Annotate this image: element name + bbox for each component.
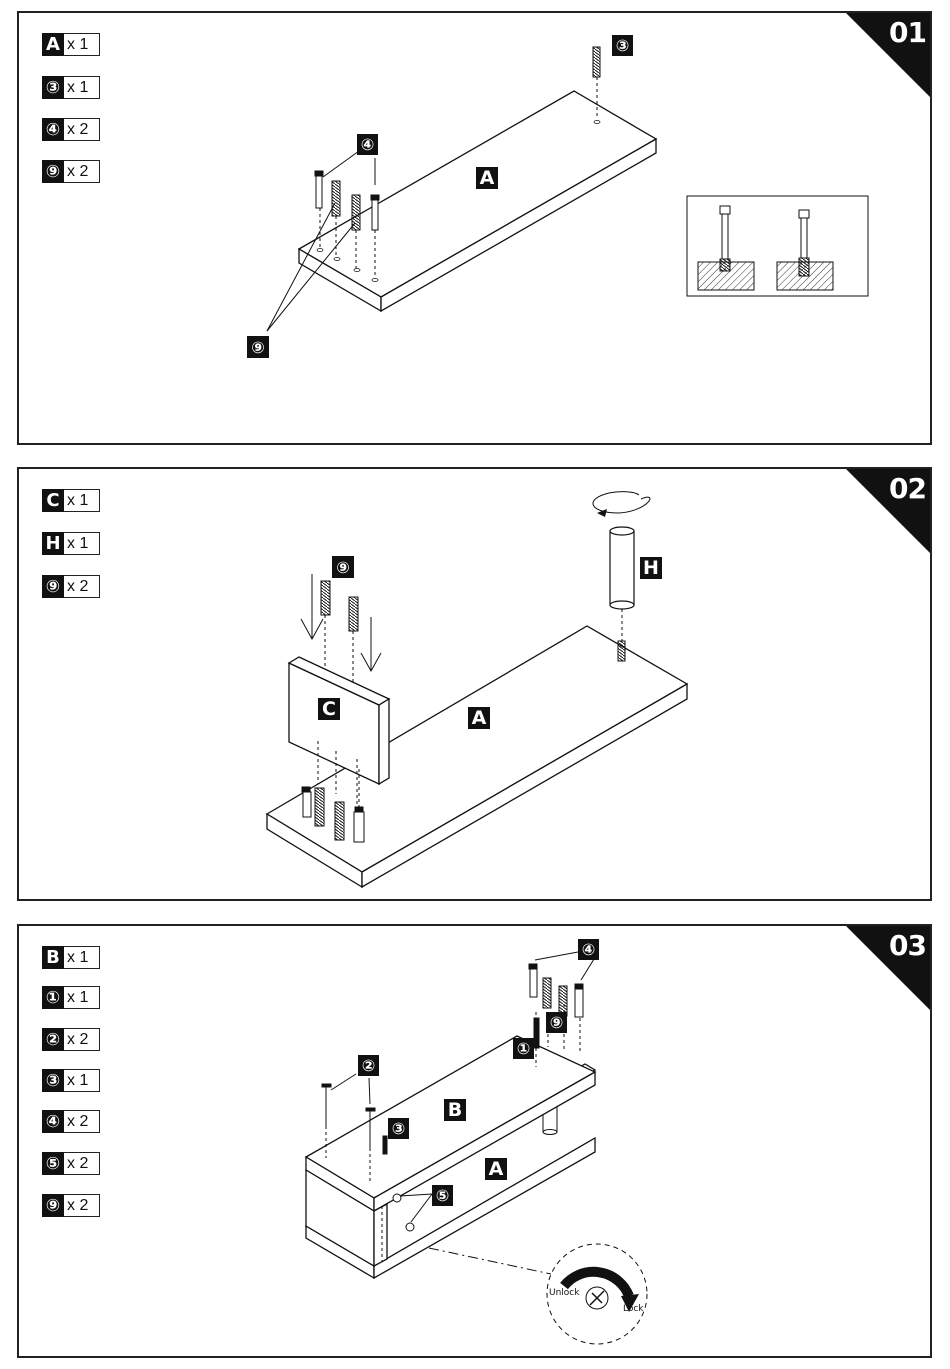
label-bottom-board-a: A xyxy=(485,1158,507,1180)
label-cam-bolt: ④ xyxy=(578,939,599,960)
label-top-board-b: B xyxy=(444,1099,466,1121)
label-board-a: A xyxy=(468,707,490,729)
leg-h xyxy=(610,527,634,609)
label-leg-h: H xyxy=(640,557,662,579)
label-side-panel-c: C xyxy=(318,698,340,720)
label-screw-long: ② xyxy=(358,1055,379,1076)
label-bolt-1: ① xyxy=(513,1038,534,1059)
label-dowel: ⑨ xyxy=(332,556,354,578)
step-panel-03: 03 B x 1 ① x 1 ② x 2 ③ x 1 ④ x 2 ⑤ x 2 ⑨… xyxy=(17,924,932,1358)
label-cam-bolt: ④ xyxy=(357,134,378,155)
unlock-label: Unlock xyxy=(549,1288,579,1298)
assembly-drawing xyxy=(19,13,930,443)
label-board-a: A xyxy=(476,167,498,189)
step-panel-01: 01 A x 1 ③ x 1 ④ x 2 ⑨ x 2 xyxy=(17,11,932,445)
label-screw: ③ xyxy=(612,35,633,56)
assembly-drawing xyxy=(19,469,930,899)
label-dowel: ⑨ xyxy=(546,1012,567,1033)
step-panel-02: 02 C x 1 H x 1 ⑨ x 2 xyxy=(17,467,932,901)
lock-label: Lock xyxy=(623,1304,644,1314)
label-screw: ③ xyxy=(388,1118,409,1139)
assembly-drawing xyxy=(19,926,930,1356)
label-cam-lock: ⑤ xyxy=(432,1185,453,1206)
detail-inset xyxy=(687,196,868,296)
side-panel-c xyxy=(289,657,389,784)
label-dowel: ⑨ xyxy=(247,336,269,358)
